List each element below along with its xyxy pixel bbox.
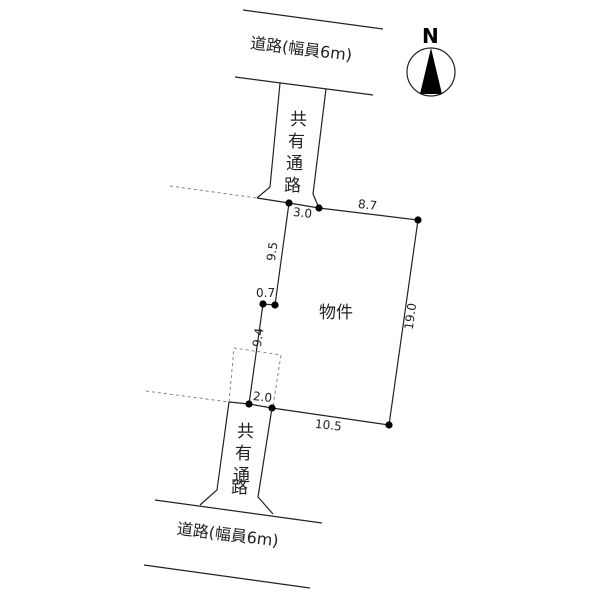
- dim-left-upper: 9.5: [264, 241, 281, 262]
- survey-point: [315, 204, 323, 212]
- dim-top-edge: 8.7: [357, 197, 377, 213]
- north-passage-char: 通: [286, 154, 303, 174]
- south-passage-right-edge: [257, 407, 274, 515]
- south-road-top-edge: [154, 499, 323, 524]
- north-passage-left-edge: [256, 82, 281, 199]
- south-road-bottom-edge: [143, 564, 311, 589]
- south-shared-passage: 共 有 通 路: [199, 401, 274, 515]
- north-road-bottom-edge: [234, 76, 374, 96]
- south-dashed-extension: [145, 390, 230, 403]
- north-shared-passage: 共 有 通 路: [256, 82, 327, 209]
- north-passage-char: 路: [284, 176, 301, 196]
- north-arrow-icon: N: [406, 24, 456, 97]
- south-passage-char: 通: [233, 466, 250, 486]
- north-road-label: 道路(幅員6m): [249, 33, 353, 64]
- survey-points: [245, 199, 422, 429]
- dim-jog: 0.7: [256, 286, 275, 300]
- survey-point: [285, 199, 293, 207]
- south-passage-char: 共: [237, 422, 254, 442]
- north-road: 道路(幅員6m): [234, 9, 384, 96]
- dashed-setback-rect: [228, 347, 282, 407]
- survey-point: [245, 400, 253, 408]
- south-passage-left-edge: [199, 401, 230, 506]
- south-passage-char: 路: [231, 478, 248, 498]
- north-label: N: [422, 24, 439, 48]
- north-road-top-edge: [242, 9, 384, 30]
- south-road-label: 道路(幅員6m): [176, 519, 280, 550]
- north-passage-right-edge: [312, 88, 327, 209]
- property-label: 物件: [319, 303, 353, 323]
- survey-point: [271, 301, 279, 309]
- survey-point: [385, 421, 393, 429]
- dim-bottom-edge: 10.5: [314, 417, 342, 434]
- north-dashed-extension: [169, 185, 258, 199]
- north-passage-char: 有: [288, 132, 305, 152]
- survey-point: [414, 216, 422, 224]
- dim-left-lower: 9.4: [250, 327, 267, 348]
- dim-right-edge: 19.0: [402, 302, 420, 330]
- dim-top-passage-width: 3.0: [292, 205, 312, 221]
- survey-point: [259, 300, 267, 308]
- south-road: 道路(幅員6m): [143, 499, 323, 589]
- dim-bottom-passage-width: 2.0: [252, 389, 272, 405]
- north-passage-char: 共: [290, 110, 307, 130]
- south-passage-char: 有: [235, 444, 252, 464]
